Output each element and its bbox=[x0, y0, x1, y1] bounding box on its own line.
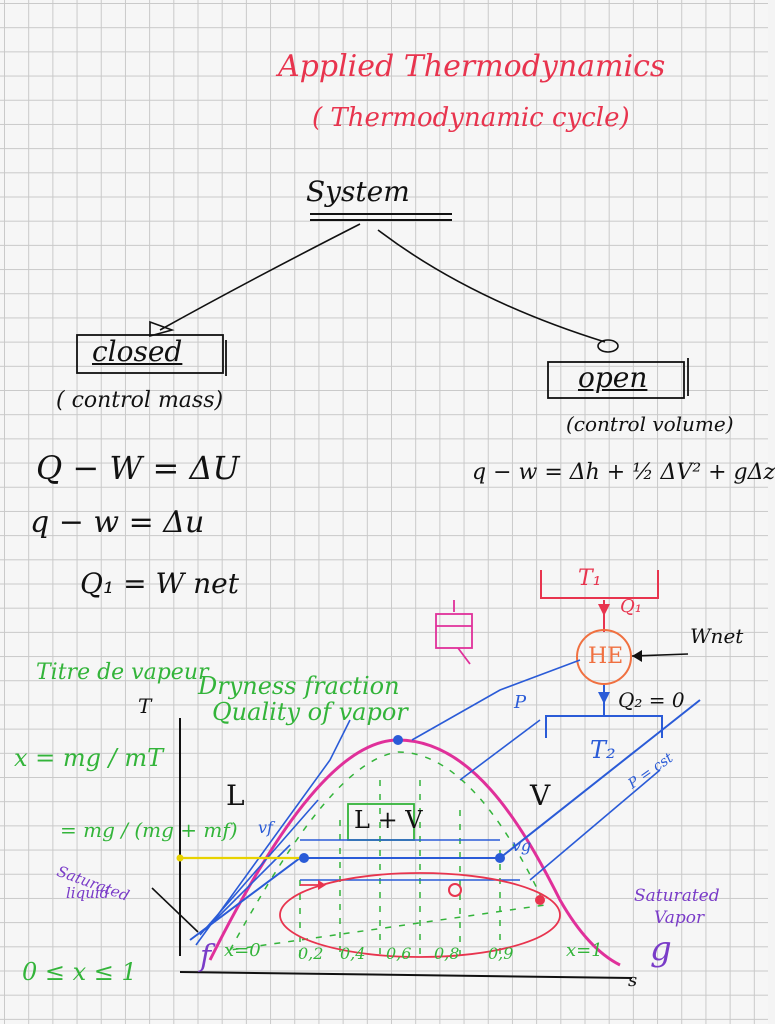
wet-region bbox=[228, 751, 547, 951]
closed-box bbox=[76, 334, 224, 374]
vg-label: vg bbox=[512, 836, 532, 855]
mixture-region-label: L + V bbox=[354, 806, 423, 834]
quality-08: 0,8 bbox=[434, 944, 460, 963]
diagram-title-3: Quality of vapor bbox=[212, 698, 408, 726]
diagram-title-2: Dryness fraction bbox=[198, 672, 400, 700]
sat-vapor-line-2: Vapor bbox=[654, 908, 705, 928]
closed-equation-2: q − w = Δu bbox=[30, 505, 205, 540]
closed-equation-3: Q₁ = W net bbox=[80, 567, 239, 600]
quality-04: 0,4 bbox=[340, 944, 366, 963]
sat-vapor-line-1: Saturated bbox=[634, 886, 720, 906]
branch-closed-line bbox=[159, 223, 361, 331]
page-title: Applied Thermodynamics bbox=[278, 49, 666, 84]
s-axis bbox=[179, 971, 633, 979]
quality-formula-1: x = mg / mT bbox=[14, 744, 164, 772]
saturation-dome bbox=[208, 738, 621, 967]
branch-open-line bbox=[377, 229, 606, 343]
open-equation: q − w = Δh + ½ ΔV² + gΔz bbox=[472, 460, 775, 485]
critical-point bbox=[393, 735, 403, 745]
t1-reservoir bbox=[540, 570, 659, 599]
liquid-region-label: L bbox=[226, 779, 245, 812]
open-arrowhead bbox=[597, 339, 619, 353]
closed-equation-1: Q − W = ΔU bbox=[36, 449, 240, 487]
t-axis-label: T bbox=[138, 694, 152, 718]
quality-range: 0 ≤ x ≤ 1 bbox=[22, 958, 137, 986]
wnet-label: Wnet bbox=[690, 624, 744, 648]
closed-label: closed bbox=[92, 335, 183, 368]
open-label: open bbox=[578, 361, 648, 394]
f-point-label: f bbox=[200, 939, 212, 974]
vf-label: vf bbox=[258, 818, 273, 837]
t1-label: T₁ bbox=[578, 566, 602, 591]
heat-engine-circle bbox=[576, 629, 632, 685]
open-box bbox=[547, 361, 685, 399]
t2-reservoir bbox=[545, 715, 663, 738]
q1-label: Q₁ bbox=[620, 596, 642, 617]
quality-formula-2: = mg / (mg + mf) bbox=[60, 818, 238, 842]
cycle-loop bbox=[279, 872, 561, 958]
vapor-region-label: V bbox=[530, 779, 551, 812]
pressure-label: P bbox=[514, 692, 527, 713]
closed-arrowhead bbox=[149, 320, 175, 338]
page-subtitle: ( Thermodynamic cycle) bbox=[312, 103, 630, 133]
quality-09: 0,9 bbox=[488, 944, 514, 963]
quality-06: 0,6 bbox=[386, 944, 412, 963]
g-point-label: g bbox=[650, 929, 672, 969]
t2-label: T₂ bbox=[590, 736, 616, 764]
isobar-1 bbox=[189, 699, 701, 941]
diagram-title-1: Titre de vapeur bbox=[36, 660, 209, 685]
g-point-dot bbox=[495, 853, 505, 863]
quality-x0: x=0 bbox=[224, 940, 261, 961]
sat-liquid-line-2: liquid bbox=[66, 884, 110, 902]
piston-icon bbox=[435, 613, 473, 649]
q2-label: Q₂ = 0 bbox=[618, 688, 685, 712]
open-subtitle: (control volume) bbox=[566, 412, 734, 436]
closed-subtitle: ( control mass) bbox=[56, 388, 224, 413]
quality-x1: x=1 bbox=[566, 940, 603, 961]
f-point-dot bbox=[299, 853, 309, 863]
system-label: System bbox=[306, 175, 410, 208]
s-axis-label: s bbox=[628, 970, 638, 991]
heat-engine-label: HE bbox=[588, 644, 624, 669]
quality-02: 0,2 bbox=[298, 944, 324, 963]
